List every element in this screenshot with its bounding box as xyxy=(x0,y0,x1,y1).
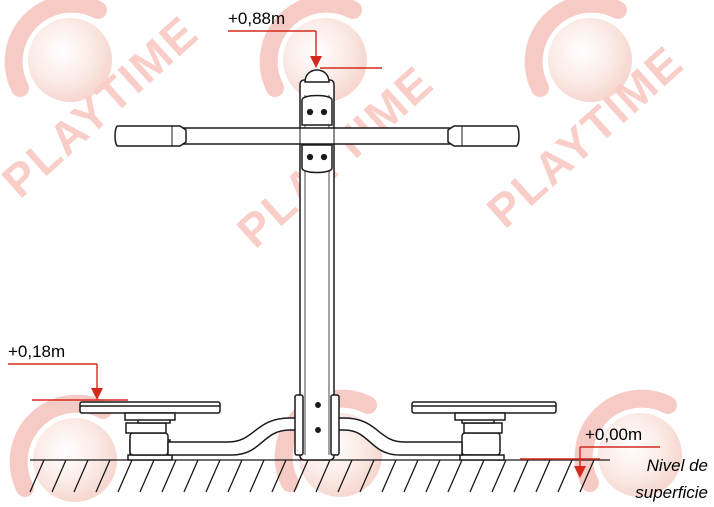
ground-height-label: +0,00m xyxy=(585,425,643,444)
watermark-logo-mark xyxy=(19,404,117,502)
exercise-equipment xyxy=(79,69,557,461)
step-height-label: +0,18m xyxy=(8,342,66,361)
ground-note-line2: superficie xyxy=(635,483,708,502)
top-height-label: +0,88m xyxy=(228,9,286,28)
dimension-lines xyxy=(8,30,660,478)
ground-note-line1: Nivel de xyxy=(646,456,708,475)
ground-surface-note: Nivel de superficie xyxy=(635,452,708,506)
